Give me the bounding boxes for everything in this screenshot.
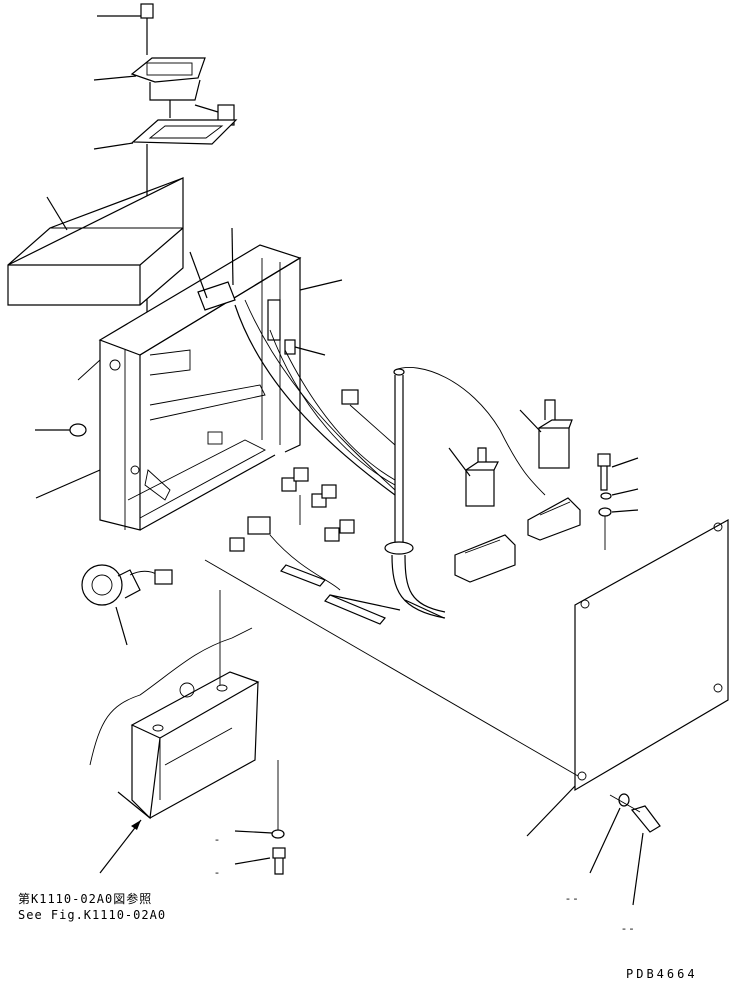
screw-and-washers — [597, 453, 612, 550]
bracket-bolt — [271, 829, 286, 875]
buzzer — [81, 564, 173, 606]
relays — [454, 399, 581, 583]
reference-note-jp: 第K1110-02A0図参照 — [18, 892, 153, 906]
connectors — [229, 389, 386, 625]
cover-plate — [574, 518, 729, 792]
reference-note-en: See Fig.K1110-02A0 — [18, 908, 167, 922]
blank-mark-1: - — [215, 833, 219, 846]
blank-mark-2: - — [215, 866, 219, 879]
cover-bolt — [609, 793, 661, 833]
top-screw — [140, 3, 154, 55]
switch-unit — [130, 57, 235, 126]
wire-harness — [234, 299, 546, 619]
nut — [69, 423, 87, 437]
blank-mark-3: - - — [566, 892, 578, 905]
blank-mark-4: - - — [622, 922, 634, 935]
foam-block — [7, 177, 184, 306]
drawing-code: PDB4664 — [626, 967, 698, 981]
mounting-bracket — [89, 590, 279, 830]
main-frame — [98, 244, 302, 531]
leader-lines — [35, 15, 644, 906]
gasket — [131, 119, 238, 145]
